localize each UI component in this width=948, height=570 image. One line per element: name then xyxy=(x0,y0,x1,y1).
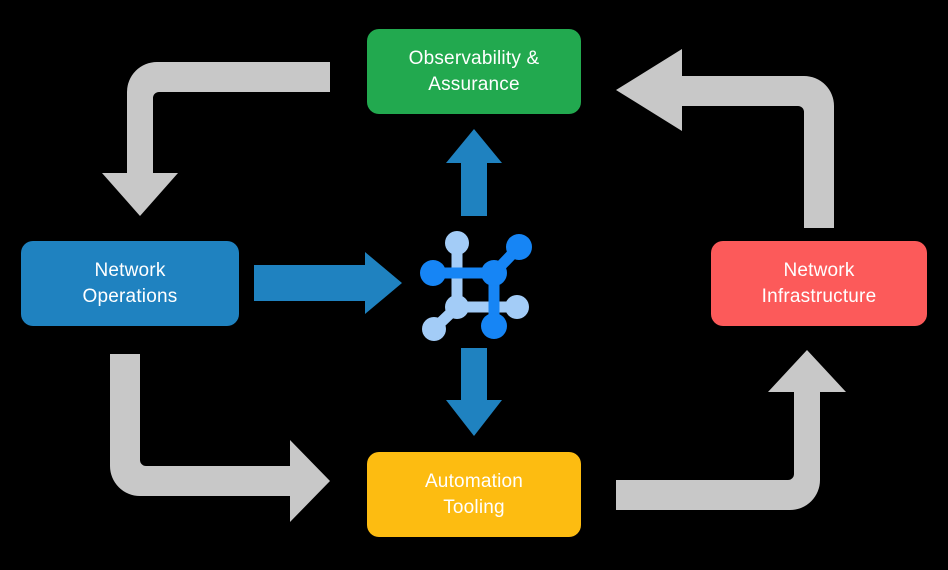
node-box-operations[interactable]: Network Operations xyxy=(21,241,239,326)
gray-arrow-observability-to-operations xyxy=(102,62,330,216)
icon-node-hub-dark xyxy=(481,260,507,286)
icon-node-lower-left-light xyxy=(422,317,446,341)
icon-node-left-dark xyxy=(420,260,446,286)
icon-node-mid-light xyxy=(445,295,469,319)
node-label-observability: Observability & Assurance xyxy=(408,47,540,95)
icon-node-top-light xyxy=(445,231,469,255)
icon-node-upper-right-dark xyxy=(506,234,532,260)
blue-arrow-operations-to-center xyxy=(254,252,402,314)
icon-node-right-light xyxy=(505,295,529,319)
gray-arrow-operations-to-automation xyxy=(110,354,330,522)
gray-arrow-automation-to-infrastructure xyxy=(616,350,846,510)
icon-node-bottom-dark xyxy=(481,313,507,339)
blue-arrow-center-to-automation xyxy=(446,348,502,436)
node-box-observability[interactable]: Observability & Assurance xyxy=(367,29,581,114)
node-box-automation[interactable]: Automation Tooling xyxy=(367,452,581,537)
node-label-automation: Automation Tooling xyxy=(424,470,524,518)
node-box-infrastructure[interactable]: Network Infrastructure xyxy=(711,241,927,326)
gray-arrow-infrastructure-to-observability xyxy=(616,49,834,228)
network-topology-icon xyxy=(420,231,532,341)
blue-arrow-center-to-observability xyxy=(446,129,502,216)
node-label-infrastructure: Network Infrastructure xyxy=(761,259,877,307)
node-label-operations: Network Operations xyxy=(82,259,178,307)
